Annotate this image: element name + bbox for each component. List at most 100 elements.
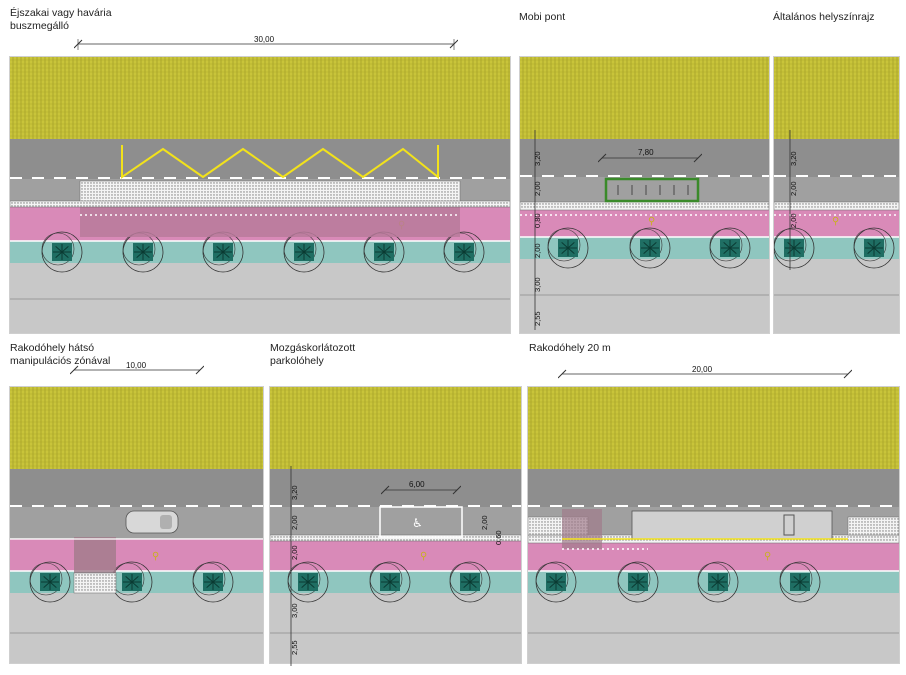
road-lane: [270, 469, 521, 507]
dim-mobi-255: 2,55: [533, 311, 542, 326]
building-block: [270, 387, 521, 469]
street-section-drawing: ⚲: [774, 57, 899, 333]
dim-mobi-300: 3,00: [533, 277, 542, 292]
parking-lane: [270, 507, 521, 539]
dim-disabled-200c: 2,00: [480, 515, 489, 530]
dimension-20m-text: 20,00: [692, 365, 713, 374]
title-general-site-plan: Általános helyszínrajz: [773, 11, 875, 23]
panel-disabled-parking: ⚲♿: [269, 386, 522, 664]
building-block: [528, 387, 899, 469]
bike-lane: [270, 539, 521, 571]
tree-icon: [853, 227, 895, 269]
tree-icon: [697, 561, 739, 603]
tactile-paving: [774, 201, 899, 211]
dim-disabled-200a: 2,00: [290, 515, 299, 530]
rear-manipulation-zone: [74, 537, 116, 573]
dim-general-200b: 2,00: [789, 213, 798, 228]
title-night-bus-stop: Éjszakai vagy havária buszmegálló: [10, 7, 112, 32]
tree-icon: [283, 231, 325, 273]
dimension-disabled-text: 6,00: [409, 480, 425, 489]
dim-general-320: 3,20: [789, 151, 798, 166]
building-block: [520, 57, 769, 139]
loading-zone: [562, 509, 602, 549]
bicycle-icon: ⚲: [764, 551, 771, 562]
title-loading-20m: Rakodóhely 20 m: [529, 342, 611, 354]
street-section-drawing: ⚲: [10, 387, 263, 663]
title-disabled-parking: Mozgáskorlátozott parkolóhely: [270, 342, 356, 367]
tree-icon: [202, 231, 244, 273]
dim-disabled-060: 0,60: [494, 530, 503, 545]
tree-icon: [629, 227, 671, 269]
sidewalk: [774, 259, 899, 333]
dimension-10m-text: 10,00: [126, 361, 147, 370]
dim-mobi-080: 0,80: [533, 213, 542, 228]
tree-icon: [779, 561, 821, 603]
tree-icon: [547, 227, 589, 269]
sidewalk: [10, 263, 510, 333]
parking-lane: [774, 177, 899, 203]
bicycle-icon: ⚲: [420, 551, 427, 562]
parking-lane: [520, 177, 769, 203]
title-mobi-point: Mobi pont: [519, 11, 566, 23]
tree-icon: [449, 561, 491, 603]
lane-marking: [10, 177, 506, 180]
dimension-10m: 10,00: [69, 361, 205, 376]
tactile-paving: [10, 200, 510, 208]
disabled-parking-bay: [379, 506, 463, 538]
tactile-paving: [73, 572, 117, 594]
dim-disabled-320: 3,20: [290, 485, 299, 500]
panel-mobi-point: ⚲: [519, 56, 770, 334]
bicycle-icon: ⚲: [832, 216, 839, 227]
street-section-drawing: ⚲: [528, 387, 899, 663]
dim-mobi-200a: 2,00: [533, 181, 542, 196]
tactile-paving: [270, 534, 521, 542]
tree-icon: [41, 231, 83, 273]
road-lane: [528, 469, 899, 507]
dim-disabled-200b: 2,00: [290, 545, 299, 560]
panel-night-bus-stop: ⚲: [9, 56, 511, 334]
building-block: [10, 387, 263, 469]
truck-icon: [631, 510, 833, 540]
panel-loading-20m: ⚲: [527, 386, 900, 664]
tree-icon: [443, 231, 485, 273]
title-loading-rear-zone: Rakodóhely hátsó manipulációs zónával: [10, 342, 111, 367]
bus-stop-zigzag: [121, 145, 439, 180]
sidewalk: [10, 593, 263, 663]
tree-icon: [617, 561, 659, 603]
lane-marking: [774, 175, 896, 178]
tree-icon: [535, 561, 577, 603]
road-lane: [10, 469, 263, 507]
dim-mobi-320: 3,20: [533, 151, 542, 166]
lane-marking: [10, 505, 263, 508]
dimension-20m: 20,00: [557, 365, 853, 380]
street-section-drawing: ⚲♿: [270, 387, 521, 663]
road-lane: [10, 139, 510, 179]
tactile-paving: [847, 516, 899, 536]
sidewalk: [520, 259, 769, 333]
sidewalk: [528, 593, 899, 663]
building-block: [774, 57, 899, 139]
tactile-paving: [520, 201, 769, 211]
panel-loading-rear-zone: ⚲: [9, 386, 264, 664]
green-strip: [10, 241, 510, 263]
dimension-30m: 30,00: [73, 35, 459, 50]
tree-icon: [287, 561, 329, 603]
tree-icon: [29, 561, 71, 603]
dim-mobi-200b: 2,00: [533, 243, 542, 258]
street-section-drawing: ⚲: [520, 57, 769, 333]
bus-platform-zone: [80, 203, 460, 237]
dim-general-200a: 2,00: [789, 181, 798, 196]
tactile-paving: [79, 180, 461, 204]
street-section-drawing: ⚲: [10, 57, 510, 333]
tree-icon: [369, 561, 411, 603]
sidewalk: [270, 593, 521, 663]
dimension-mobi-text: 7,80: [638, 148, 654, 157]
dim-disabled-255: 2,55: [290, 640, 299, 655]
dimension-30m-text: 30,00: [254, 35, 275, 44]
panel-general-site-plan: ⚲: [773, 56, 900, 334]
building-block: [10, 57, 510, 139]
bicycle-icon: ⚲: [648, 216, 655, 227]
tree-icon: [192, 561, 234, 603]
lane-marking: [520, 175, 769, 178]
dimension-disabled-6-00: 6,00: [380, 480, 462, 496]
